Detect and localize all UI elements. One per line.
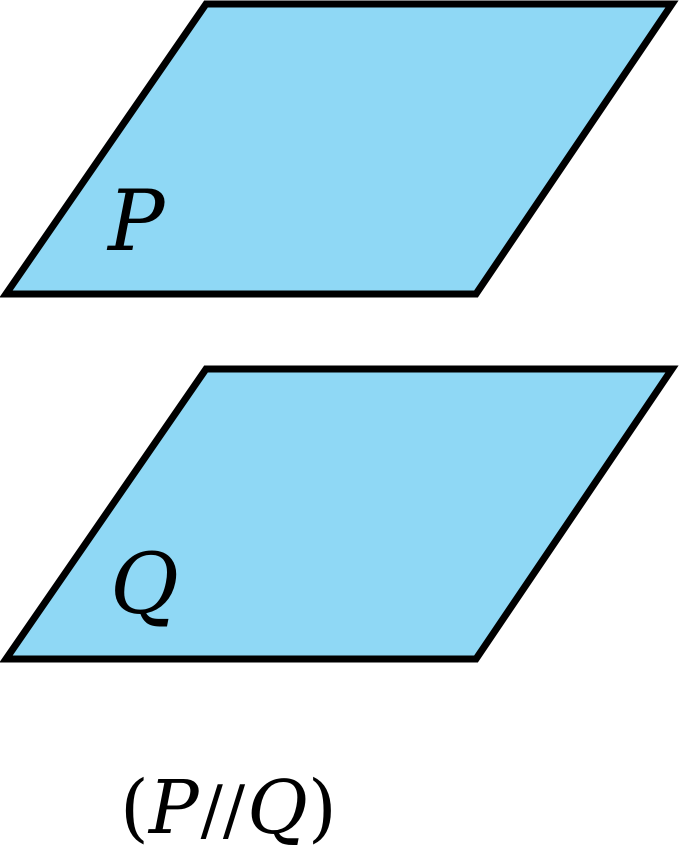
parallel-caption: (P//Q): [120, 765, 337, 851]
caption-open-paren: (: [120, 765, 149, 851]
caption-close-paren: ): [308, 765, 337, 851]
plane-q-shape: [0, 365, 679, 663]
plane-p-shape: [0, 0, 679, 298]
caption-parallel-symbol: //: [201, 772, 246, 849]
plane-p-label: P: [106, 172, 166, 270]
caption-right-plane: Q: [247, 765, 308, 851]
plane-p: P: [0, 0, 679, 298]
plane-q: Q: [0, 365, 679, 663]
plane-q-label: Q: [110, 535, 179, 633]
caption-left-plane: P: [147, 765, 200, 851]
